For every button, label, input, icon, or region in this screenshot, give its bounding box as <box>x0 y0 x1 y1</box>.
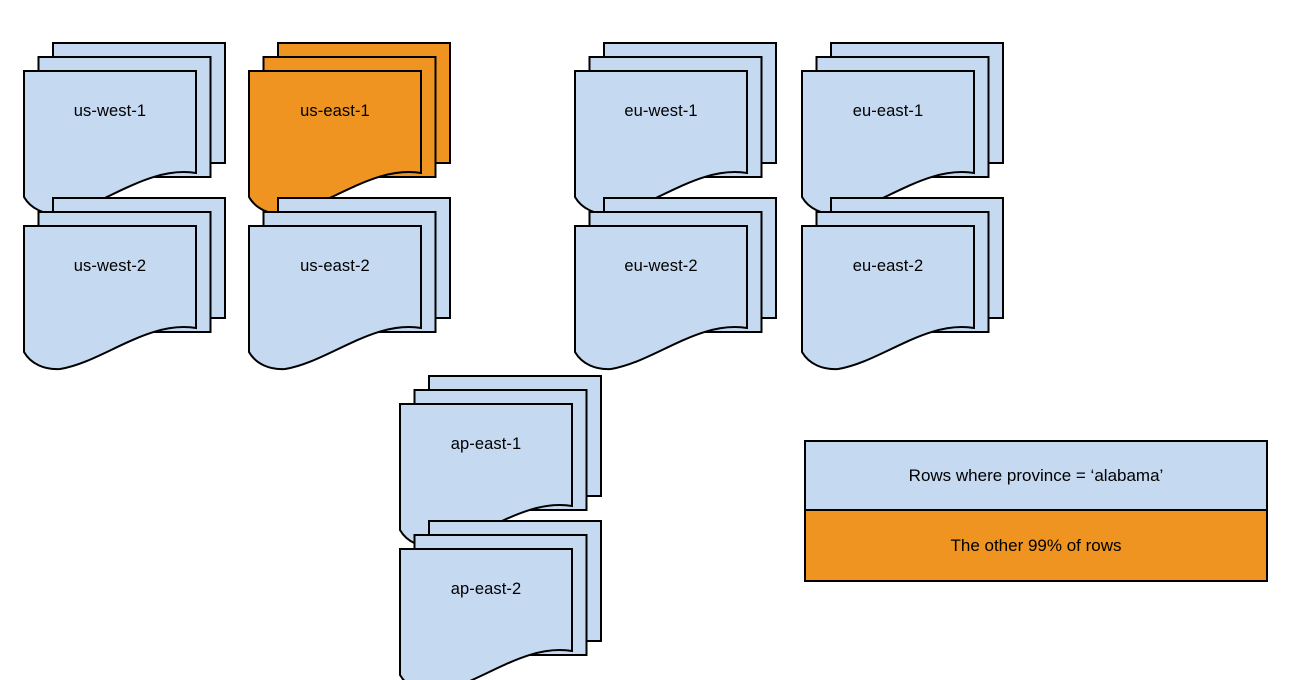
document-stack-us-east-2[interactable]: us-east-2 <box>248 170 481 371</box>
document-sheet-front <box>801 225 975 371</box>
legend-label-blue: Rows where province = ‘alabama’ <box>908 465 1164 485</box>
document-stack-us-east-1[interactable]: us-east-1 <box>248 15 481 216</box>
document-sheet-front <box>248 225 422 371</box>
document-sheet-front <box>399 548 573 680</box>
legend: Rows where province = ‘alabama’ The othe… <box>804 440 1268 582</box>
document-stack-ap-east-2[interactable]: ap-east-2 <box>399 493 632 680</box>
legend-row-orange: The other 99% of rows <box>806 511 1266 580</box>
document-sheet-front <box>574 225 748 371</box>
document-stack-us-west-2[interactable]: us-west-2 <box>23 170 256 371</box>
legend-row-blue: Rows where province = ‘alabama’ <box>806 442 1266 511</box>
document-stack-eu-west-1[interactable]: eu-west-1 <box>574 15 807 216</box>
document-sheet-front <box>23 225 197 371</box>
document-stack-us-west-1[interactable]: us-west-1 <box>23 15 256 216</box>
document-stack-eu-east-1[interactable]: eu-east-1 <box>801 15 1034 216</box>
legend-label-orange: The other 99% of rows <box>950 535 1122 555</box>
document-stack-eu-west-2[interactable]: eu-west-2 <box>574 170 807 371</box>
document-stack-eu-east-2[interactable]: eu-east-2 <box>801 170 1034 371</box>
